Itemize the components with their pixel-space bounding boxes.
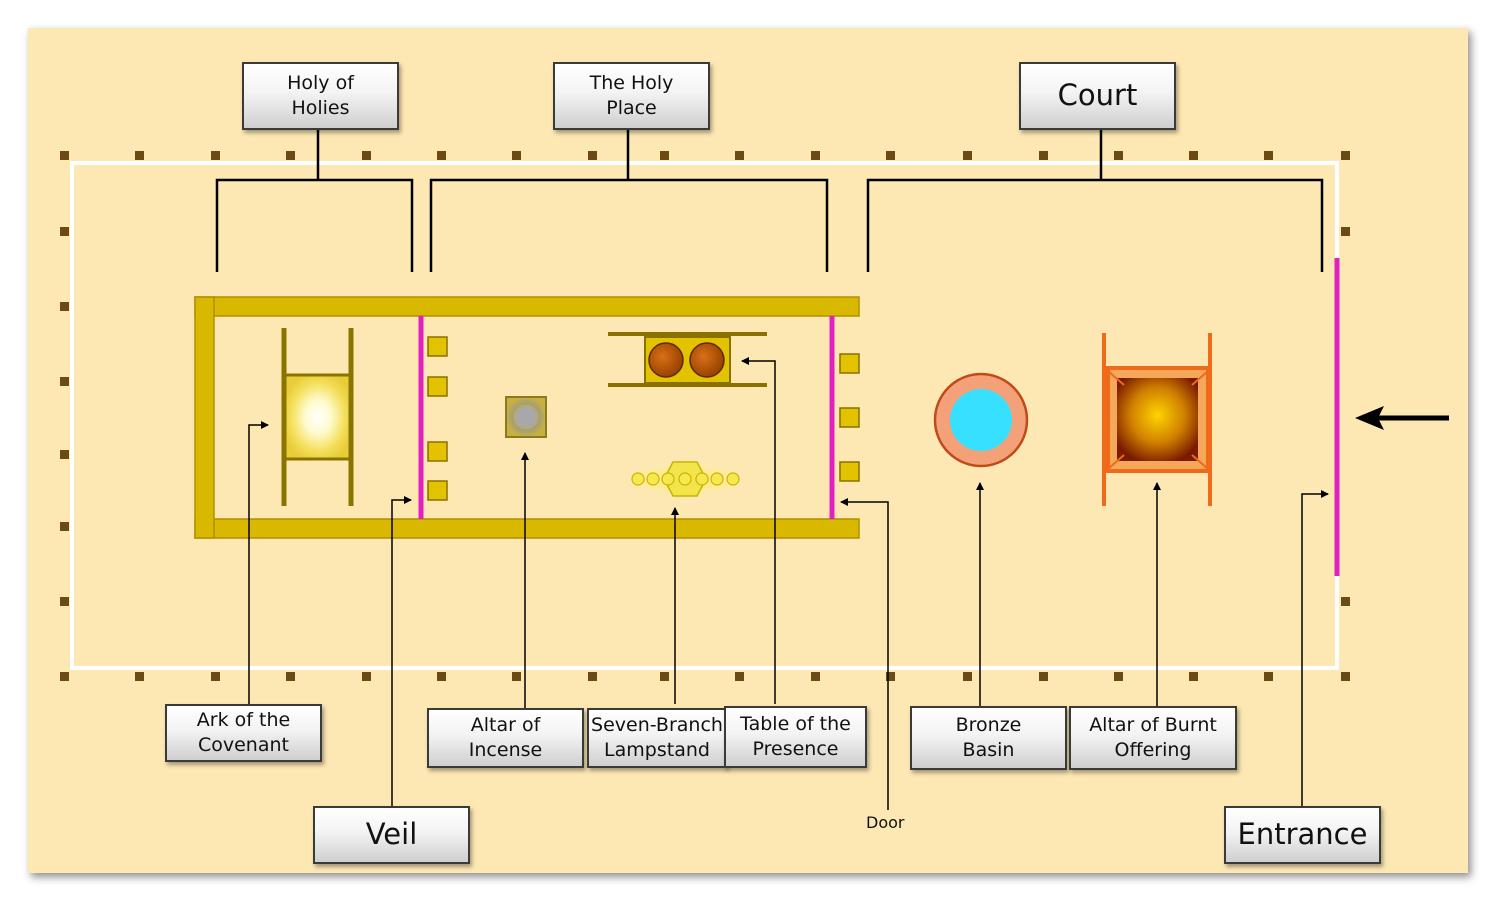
- leader-lines: [248, 357, 1329, 810]
- table-of-presence-icon: [608, 332, 767, 387]
- altar-of-burnt-offering-icon: [1102, 333, 1212, 506]
- label-ark-of-covenant: Ark of the Covenant: [165, 704, 322, 762]
- ark-icon: [281, 328, 354, 506]
- label-holy-of-holies: Holy of Holies: [242, 62, 399, 130]
- label-bronze-basin: Bronze Basin: [910, 706, 1067, 770]
- label-seven-branch-lampstand: Seven-Branch Lampstand: [587, 708, 727, 768]
- label-holy-place: The Holy Place: [553, 62, 710, 130]
- arrow-left-icon: [1355, 406, 1449, 430]
- bronze-basin-icon: [933, 372, 1029, 468]
- label-altar-of-incense: Altar of Incense: [427, 708, 584, 768]
- court-posts: [60, 151, 1350, 681]
- label-veil: Veil: [313, 806, 470, 864]
- label-altar-of-burnt-offering: Altar of Burnt Offering: [1069, 706, 1237, 770]
- tabernacle-walls: [194, 296, 860, 539]
- altar-of-incense-icon: [505, 396, 547, 438]
- label-court: Court: [1019, 62, 1176, 130]
- lampstand-icon: [625, 461, 745, 497]
- door-pillars: [839, 353, 860, 482]
- label-table-of-presence: Table of the Presence: [724, 706, 867, 768]
- veil-pillars: [427, 336, 448, 501]
- label-entrance: Entrance: [1224, 806, 1381, 864]
- label-door: Door: [866, 813, 905, 832]
- region-brackets: [215, 130, 1324, 272]
